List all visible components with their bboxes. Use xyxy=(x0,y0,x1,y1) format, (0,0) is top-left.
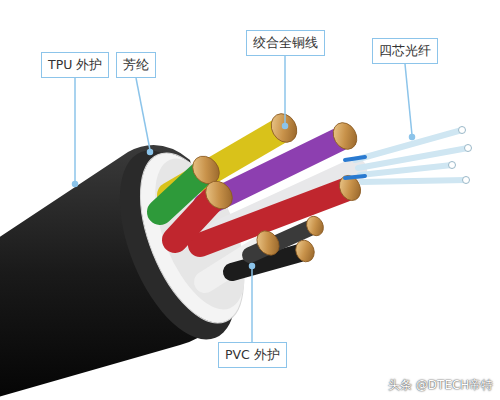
watermark: 头条 @DTECH帝特 xyxy=(388,377,493,394)
callout-text: PVC 外护 xyxy=(225,347,280,362)
callout-box: 绞合全铜线 xyxy=(246,30,325,56)
leader-lines xyxy=(73,56,415,342)
callout-text: TPU 外护 xyxy=(48,57,102,72)
callout-box: 芳纶 xyxy=(116,52,156,78)
callout-box: TPU 外护 xyxy=(41,52,109,78)
callout-text: 四芯光纤 xyxy=(379,43,431,58)
callout-box: 四芯光纤 xyxy=(372,38,438,64)
callout-text: 绞合全铜线 xyxy=(253,35,318,50)
callout-text: 芳纶 xyxy=(123,57,149,72)
callout-box: PVC 外护 xyxy=(218,342,287,368)
